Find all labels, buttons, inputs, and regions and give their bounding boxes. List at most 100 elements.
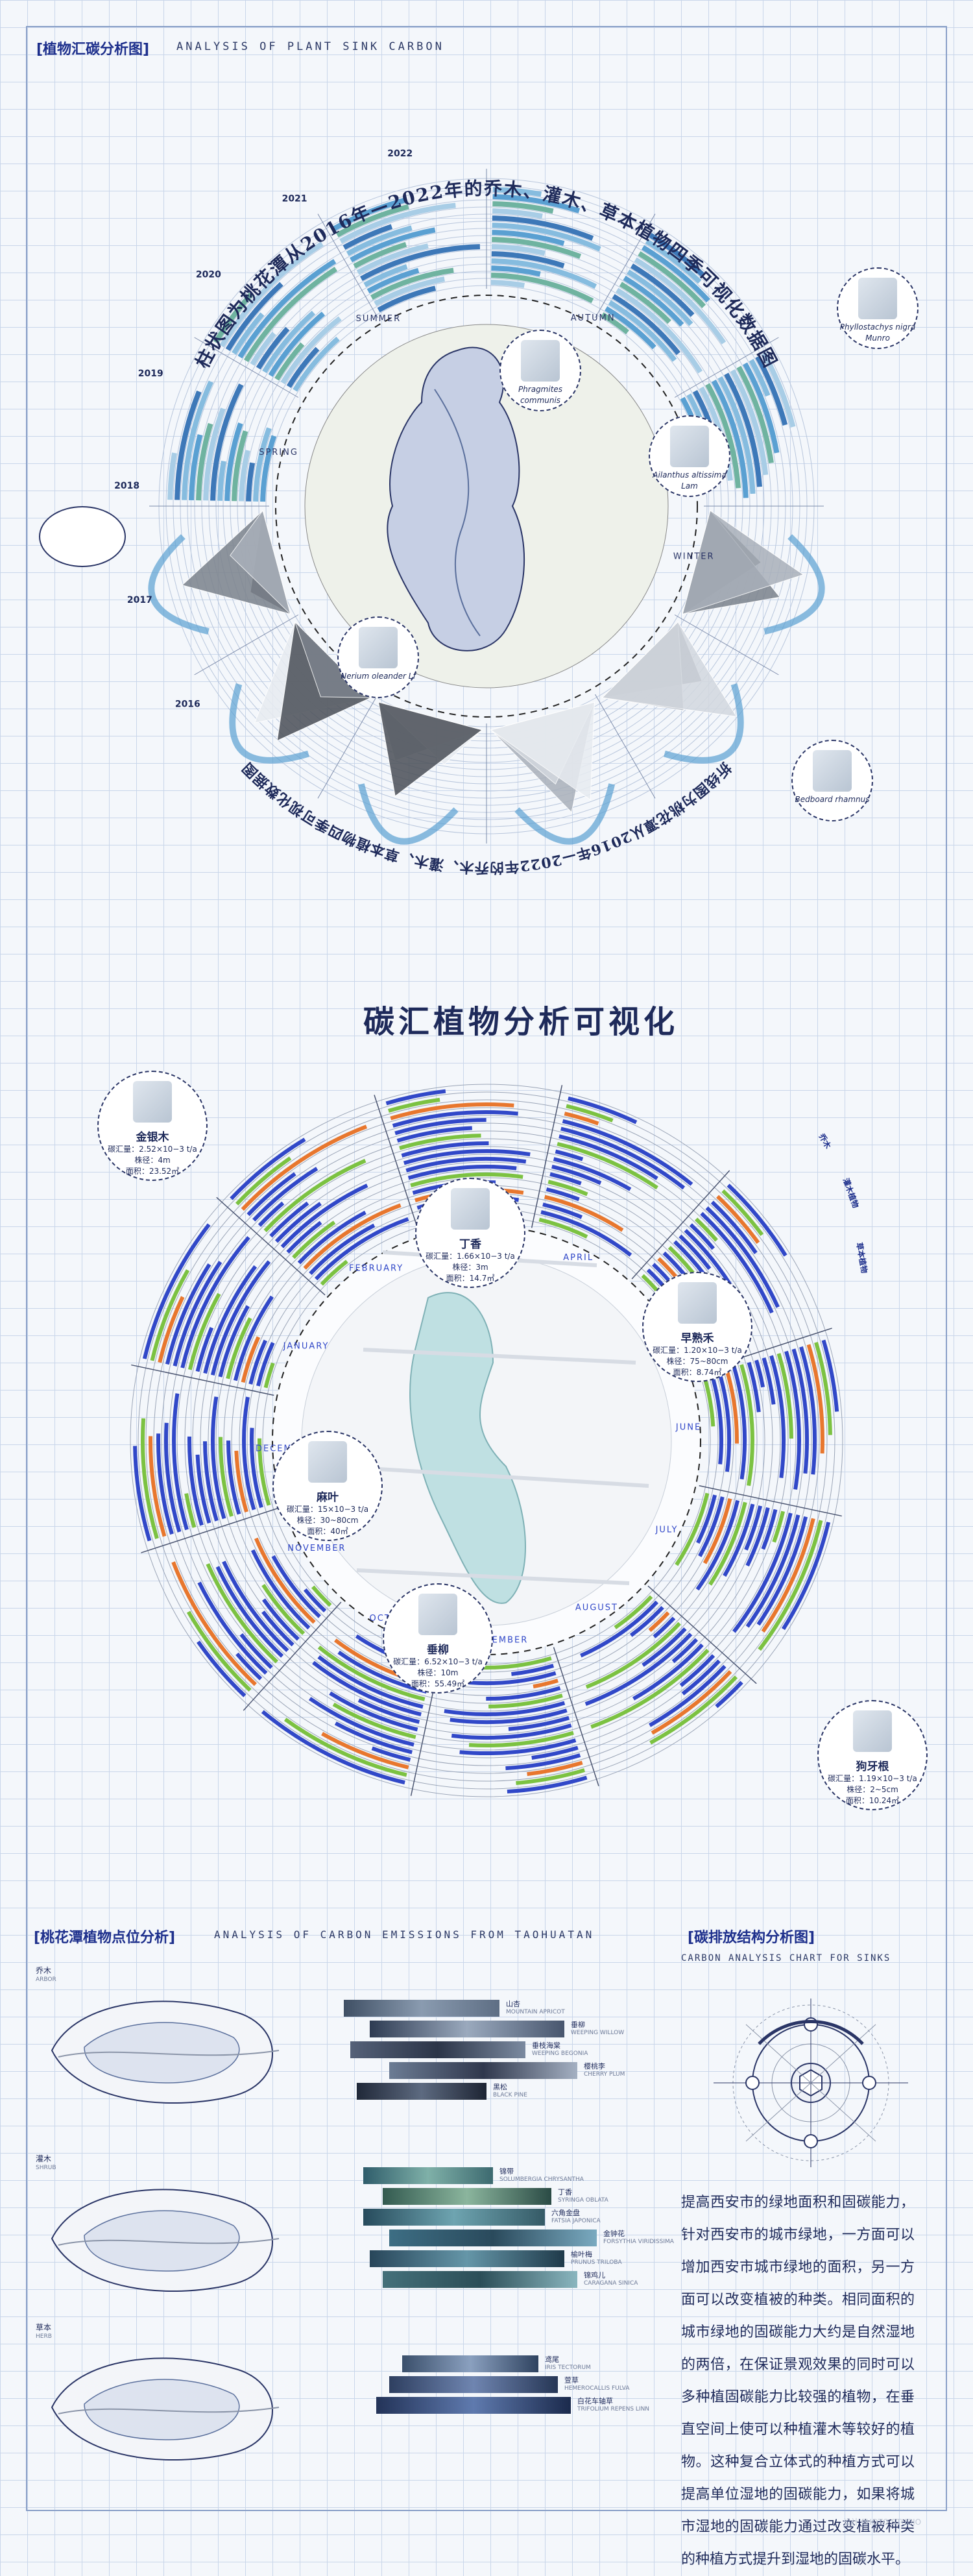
season-bar: [243, 267, 338, 363]
month-bar: [614, 1595, 653, 1629]
month-bar: [559, 1134, 658, 1180]
season-bar: [239, 450, 250, 502]
plant-bubble-gouyagen: 狗牙根 碳汇量：1.19×10−3 t/a 株径：2~5cm 面积：10.24㎡: [817, 1700, 928, 1810]
month-bar: [226, 1440, 241, 1515]
month-bar: [547, 1180, 588, 1197]
ring-guide: [138, 1091, 835, 1790]
month-bar: [252, 1167, 318, 1222]
plant-bubble-dingxiang: 丁香 碳汇量：1.66×10−3 t/a 株径：3m 面积：14.7㎡: [415, 1178, 525, 1288]
month-bar: [219, 1437, 234, 1517]
month-bar: [250, 1428, 263, 1509]
plant-bubble-chuiliu: 垂柳 碳汇量：6.52×10−3 t/a 株径：10m 面积：55.49㎡: [383, 1583, 493, 1694]
watermark: 设计 PHOTO STUDIO: [843, 2518, 922, 2527]
specimen-bubble: Nerium oleander Lf: [337, 616, 419, 698]
season-bar: [492, 215, 594, 241]
month-bar: [203, 1265, 258, 1374]
month-bar: [394, 1118, 486, 1136]
month-bar: [580, 1600, 659, 1658]
month-bar: [762, 1357, 776, 1405]
month-bar: [262, 1598, 300, 1641]
plant-bubble-zaoshuhe: 早熟禾 碳汇量：1.20×10−3 t/a 株径：75~80cm 面积：8.74…: [642, 1272, 752, 1382]
plant-photo-strip: [363, 2209, 545, 2226]
season-bar: [645, 239, 702, 284]
plant-photo-strip: [376, 2397, 571, 2414]
year-label: 2020: [196, 269, 221, 280]
site-lake: [409, 1292, 526, 1604]
month-bar: [799, 1346, 817, 1475]
ring-guide: [192, 1146, 781, 1735]
month-bar: [308, 1697, 414, 1747]
shrub-site-map: [51, 2189, 280, 2292]
season-bar: [641, 245, 710, 303]
month-bar: [303, 1203, 402, 1270]
plant-photo-strip: [357, 2083, 486, 2100]
month-bar: [396, 1126, 472, 1143]
month-bar: [717, 1370, 731, 1472]
month-bar: [758, 1520, 823, 1651]
season-bar: [182, 380, 213, 500]
season-bar: [210, 383, 244, 501]
season-bar: [237, 259, 337, 359]
plant-photo-strip: [370, 2250, 564, 2267]
season-label: WINTER: [673, 552, 715, 562]
month-bar: [781, 1522, 831, 1631]
month-bar: [747, 1361, 761, 1413]
plant-photo-strip: [370, 2021, 564, 2037]
month-bar: [403, 1149, 531, 1165]
month-bar: [242, 1396, 256, 1511]
month-bar: [756, 1516, 808, 1626]
month-bar: [329, 1691, 418, 1732]
year-label: 2018: [114, 481, 139, 491]
year-label: 2016: [175, 699, 200, 710]
month-bar: [651, 1670, 732, 1735]
month-bar: [702, 1375, 715, 1427]
month-bar: [158, 1296, 185, 1363]
season-bar: [627, 269, 693, 326]
season-bar: [232, 430, 248, 502]
month-bar: [311, 1585, 332, 1607]
month-bar: [321, 1732, 409, 1769]
month-bar: [653, 1616, 676, 1638]
plant-sketch-icon: [853, 1710, 892, 1752]
month-bar: [235, 1156, 292, 1206]
month-bar: [197, 1581, 268, 1675]
month-label: APRIL: [563, 1253, 594, 1263]
section3-tag-en: ANALYSIS OF CARBON EMISSIONS FROM TAOHUA…: [214, 1928, 595, 1941]
month-bar: [544, 1195, 624, 1232]
plant-area: 面积：40㎡: [307, 1527, 348, 1536]
season-bar: [253, 427, 272, 502]
season-bar: [492, 194, 581, 213]
specimen-bubble: Phragmites communis: [499, 330, 581, 411]
month-bar: [560, 1126, 686, 1190]
season-bar: [761, 352, 796, 428]
month-bar: [142, 1223, 211, 1359]
plant-bubble-maye: 麻叶 碳汇量：15×10−3 t/a 株径：30~80cm 面积：40㎡: [272, 1431, 383, 1541]
month-bar: [258, 1201, 285, 1227]
season-bar: [280, 316, 342, 385]
ring-guide: [184, 1138, 789, 1743]
season-bar: [366, 267, 420, 294]
month-bar: [385, 1089, 446, 1106]
plant-carbon: 碳汇量：6.52×10−3 t/a: [393, 1657, 483, 1666]
plant-carbon: 碳汇量：2.52×10−3 t/a: [108, 1145, 197, 1154]
month-bar: [538, 1217, 588, 1239]
month-bar: [261, 1610, 294, 1647]
month-bar: [761, 1509, 778, 1550]
section1-tag-en: ANALYSIS OF PLANT SINK CARBON: [176, 40, 444, 53]
season-bar: [356, 243, 429, 275]
monthly-carbon-sink-ring-chart: JANUARYFEBRUARYMARCHAPRILMAYJUNEJULYAUGU…: [130, 1084, 843, 1797]
month-bar: [727, 1184, 787, 1257]
plant-carbon: 碳汇量：1.20×10−3 t/a: [653, 1346, 742, 1355]
plant-name: 垂柳: [427, 1644, 449, 1657]
month-bar: [689, 1223, 715, 1250]
sector-divider: [194, 337, 299, 398]
season-bar: [360, 244, 481, 282]
month-bar: [269, 1201, 309, 1238]
season-bar: [623, 275, 684, 327]
section3-tag: [桃花潭植物点位分析]: [34, 1930, 176, 1946]
month-bar: [165, 1263, 211, 1365]
